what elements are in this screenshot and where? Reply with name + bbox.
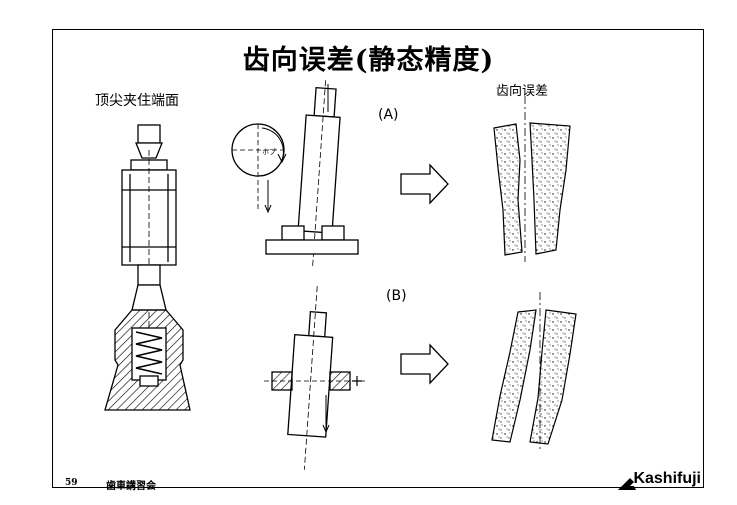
slide-frame (52, 29, 704, 488)
case-a-label: (A) (378, 107, 399, 123)
case-b-label: (B) (386, 288, 407, 304)
brand-name: Kashifuji (633, 470, 701, 487)
footer-text: 歯車講習会 (106, 481, 156, 492)
arrow-a (400, 163, 449, 205)
brand-logo-icon (618, 478, 636, 490)
tooth-error-profile-b (491, 292, 577, 452)
left-fixture-label: 顶尖夹住端面 (95, 93, 179, 109)
tooth-error-label: 齿向误差 (496, 84, 549, 99)
brand: Kashifuji (633, 470, 701, 488)
tooth-error-profile-a (493, 96, 571, 262)
slide-title: 齿向误差(静态精度) (242, 45, 495, 76)
page-number: 59 (65, 478, 78, 488)
case-b-mechanism (264, 286, 368, 470)
fixture-drawing (104, 124, 191, 411)
hob-mark-text: ホブ (262, 147, 276, 156)
arrow-b (400, 343, 449, 385)
case-a-mechanism (231, 80, 359, 268)
